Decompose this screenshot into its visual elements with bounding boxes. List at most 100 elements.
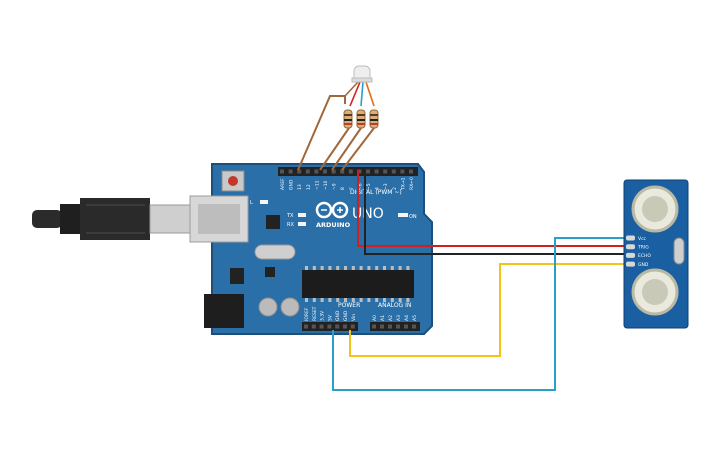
header-hole[interactable] (327, 324, 332, 329)
sensor-pin[interactable] (626, 252, 635, 258)
wire-resistor-gnd[interactable] (297, 95, 346, 171)
digital-header (278, 167, 418, 176)
pin-label: 12 (306, 184, 312, 190)
pin-label: 8 (340, 187, 346, 190)
header-hole[interactable] (280, 169, 284, 174)
pin-label: AREF (280, 178, 286, 190)
header-hole[interactable] (311, 324, 316, 329)
resistors[interactable] (343, 109, 379, 129)
header-hole[interactable] (383, 169, 388, 174)
header-hole[interactable] (374, 169, 379, 174)
wire-gnd[interactable] (364, 170, 624, 255)
header-hole[interactable] (388, 324, 392, 329)
header-hole[interactable] (319, 324, 324, 329)
resistor-2[interactable] (356, 109, 366, 129)
header-hole[interactable] (331, 169, 336, 174)
chip-pin (375, 266, 379, 270)
led-leg-green (365, 81, 375, 107)
header-hole[interactable] (357, 169, 362, 174)
chip-pin (320, 298, 324, 302)
header-hole[interactable] (350, 324, 355, 329)
chip-pin (367, 266, 371, 270)
header-hole[interactable] (372, 324, 376, 329)
sensor-pin[interactable] (626, 235, 635, 241)
chip-pin (390, 266, 394, 270)
capacitor (280, 297, 300, 317)
header-hole[interactable] (314, 169, 319, 174)
wire-resistor-10[interactable] (331, 127, 362, 171)
header-hole[interactable] (412, 324, 416, 329)
resistor-3[interactable] (369, 109, 379, 129)
header-hole[interactable] (404, 324, 408, 329)
sensor-pin[interactable] (626, 244, 635, 250)
chip-pin (406, 266, 410, 270)
sensor-pin[interactable] (626, 261, 635, 267)
pin-label: GND (335, 310, 341, 321)
sensor-crystal (673, 237, 685, 265)
chip-pin (383, 266, 386, 270)
header-hole[interactable] (348, 169, 353, 174)
pin-label: RX←0 (409, 177, 415, 190)
digital-section-label: DIGITAL (PWM ~) (350, 189, 402, 196)
rgb-led-icon[interactable] (351, 65, 373, 83)
sensor-pin-label: Vcc (638, 236, 647, 242)
header-hole[interactable] (323, 169, 327, 174)
header-hole[interactable] (391, 169, 396, 174)
wire-echo[interactable] (349, 263, 624, 357)
chip-pin (351, 298, 355, 302)
header-hole[interactable] (380, 324, 384, 329)
header-hole[interactable] (396, 324, 400, 329)
header-hole[interactable] (409, 169, 413, 174)
sensor-pin-label: GND (638, 262, 649, 268)
led-rx (298, 222, 306, 226)
pin-label: 7 (349, 187, 355, 190)
regulator (230, 268, 244, 284)
chip-pin (312, 298, 316, 302)
chip-pin (375, 298, 379, 302)
usb-port-inner (198, 204, 240, 234)
wire-resistor-11[interactable] (319, 127, 350, 171)
usb-chip (266, 215, 280, 229)
header-hole[interactable] (288, 169, 293, 174)
arduino-model: UNO (352, 206, 384, 222)
pin-label: A2 (388, 315, 394, 321)
capacitor (258, 297, 278, 317)
resistor-1[interactable] (343, 109, 353, 129)
chip-pin (305, 298, 308, 302)
pin-label: Vin (351, 314, 357, 321)
wire-resistor-9[interactable] (341, 127, 375, 171)
chip-pin (344, 298, 347, 302)
usb-cable[interactable] (32, 198, 191, 240)
reset-button-cap[interactable] (228, 176, 238, 186)
header-hole[interactable] (400, 169, 405, 174)
header-hole[interactable] (343, 324, 347, 329)
transducer-inner (642, 196, 668, 222)
header-hole[interactable] (305, 169, 310, 174)
wire-vcc[interactable] (357, 170, 624, 247)
led-on-label: ON (409, 214, 417, 220)
header-hole[interactable] (340, 169, 345, 174)
sensor-pin-label: TRIG (637, 245, 649, 251)
pin-label: A3 (396, 315, 402, 321)
usb-cable-end (32, 210, 62, 228)
chip-pin (351, 266, 355, 270)
pin-label: ~6 (357, 183, 363, 190)
header-hole[interactable] (335, 324, 340, 329)
pin-label: 4 (375, 187, 381, 190)
header-hole[interactable] (297, 169, 302, 174)
header-hole[interactable] (304, 324, 308, 329)
header-hole[interactable] (366, 169, 370, 174)
chip-pin (383, 298, 386, 302)
chip-pin (328, 266, 332, 270)
pin-label: RESET (312, 306, 318, 321)
wire-trig[interactable] (332, 237, 624, 391)
pin-label: ~3 (383, 183, 389, 190)
chip-pin (398, 298, 402, 302)
